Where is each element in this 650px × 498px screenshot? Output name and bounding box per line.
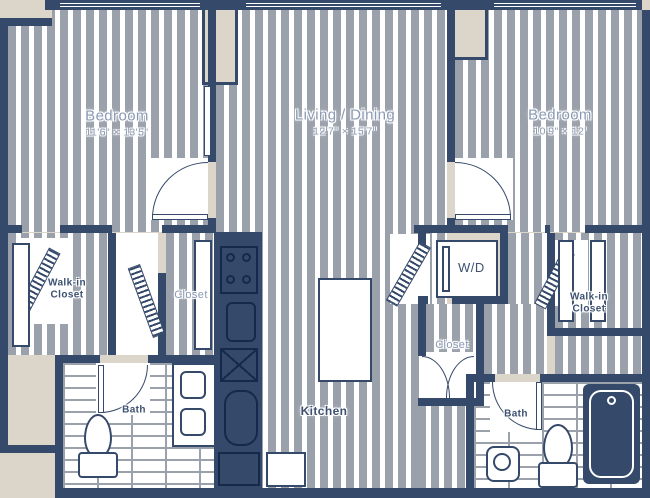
stove-burner [226,275,235,284]
room-name: Living / Dining [294,106,396,124]
wall-bed1-bottom-b [60,225,112,233]
bedroom-right-label: Bedroom 10'9" × 12' [528,105,592,138]
wall-bed1-living-upper [208,10,216,162]
closet-left-shelf [194,240,212,350]
bath-right-door-leaf [536,382,542,430]
toilet-tank [538,462,578,488]
walk-in-left-label: Walk-in Closet [48,277,86,301]
room-name: Bedroom [528,106,592,124]
dishwasher [220,348,258,382]
room-dims: 11'6" × 13'5" [85,125,149,138]
room-dims: 12'7" × 15'7" [313,124,377,137]
exterior-notch-top-left [0,0,52,18]
kitchen-island [318,278,372,382]
refrigerator [218,452,260,486]
wall-bed2-bottom-a [414,225,508,233]
wall-bed1-bottom-a [8,225,22,233]
bathtub-drain [607,396,616,405]
bath-left-door-leaf [98,365,104,413]
hall-right-floor-b [484,304,547,374]
kitchen-basin [224,390,258,446]
wall-bath-right-top-b [540,374,642,382]
bath-right-label: Bath [504,408,528,420]
wall-closet-left [158,273,166,355]
stove-burner [226,253,235,262]
toilet-bowl [543,424,573,468]
window [494,1,636,9]
wall-bed2-bottom-b [545,225,550,233]
walk-in-right-label: Walk-in Closet [570,291,608,315]
bedroom-left-door-leaf [152,214,208,220]
window [246,1,441,9]
bathtub-basin [589,390,634,478]
wall-closet-right-right [476,296,484,406]
bathtub [583,384,640,484]
vanity-sink [180,408,206,436]
entry-door-leaf [204,86,211,156]
wall-closet-right-left [418,296,426,356]
kitchen-label: Kitchen [300,404,348,419]
entry-recess-right [452,10,488,60]
walk-in-left-shelf [12,243,30,347]
exterior-notch-bottom-left [0,453,55,498]
wall-bath-left-left [55,355,63,453]
wall-bath-left-top-a [55,355,100,363]
wall-wd-right [500,233,508,304]
bedroom-right-door-leaf [455,214,511,220]
vanity-sink [180,371,206,399]
bedroom-left-label: Bedroom 11'6" × 13'5" [85,106,149,139]
toilet-bowl [84,414,112,458]
wall-bottom [55,488,650,498]
wall-left [0,18,8,448]
wall-bath-right-left [466,382,474,488]
wall-bed2-living-upper [447,10,455,162]
walk-in-right-shelf [558,240,574,322]
washer-dryer-door-panel [442,246,450,292]
pedestal-sink-basin [493,453,511,471]
wall-walkin-left-right [108,233,116,355]
wall-bed1-bottom-c [162,225,214,233]
hall-right-floor-c [555,336,642,374]
entry-door-box [266,452,306,487]
closet-left-label: Closet [174,288,208,301]
stove-burner [242,253,251,262]
living-dining-label: Living / Dining 12'7" × 15'7" [295,105,395,138]
wall-bath-right-top-a [466,374,495,382]
bath-left-label: Bath [122,404,146,416]
room-name: Bedroom [85,107,149,125]
hall-bottom-floor [418,406,466,488]
wall-step-bottom-left-h [0,445,63,453]
kitchen-sink [226,302,256,342]
toilet-tank [78,452,118,478]
wall-bath-left-top-b [148,355,216,363]
stove-burner [242,275,251,284]
closet-right-label: Closet [435,338,469,351]
washer-dryer-label: W/D [458,260,485,275]
walk-in-right-shelf [590,240,606,322]
wall-stub-top-left [0,18,52,26]
wall-bed2-bottom-c [585,225,642,233]
wall-step-bottom-left-v [55,445,63,498]
window [60,1,200,9]
wall-closet-right-bottom [418,398,484,406]
wall-right [642,10,650,498]
stove [220,246,258,294]
wall-walkin-right-bottom [547,328,642,336]
room-dims: 10'9" × 12' [533,124,587,137]
